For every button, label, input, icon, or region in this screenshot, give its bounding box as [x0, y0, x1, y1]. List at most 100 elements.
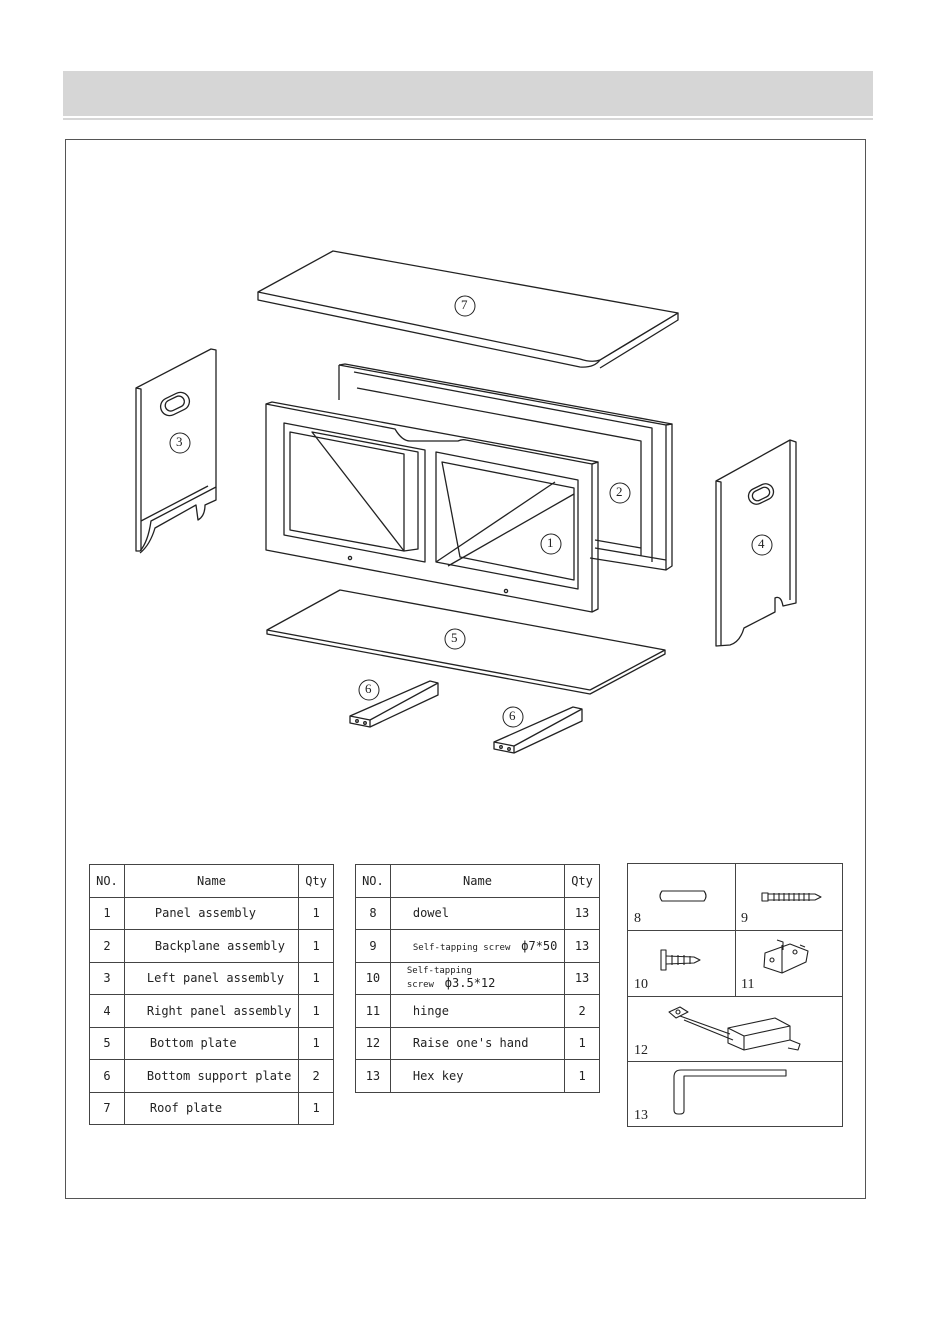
row-name: hinge — [389, 994, 566, 1028]
grid-divider-h1 — [628, 930, 842, 931]
header-rule — [63, 118, 873, 120]
row-name: Panel assembly — [123, 896, 300, 930]
hardware-label-13: 13 — [634, 1108, 648, 1123]
header-qty: Qty — [564, 864, 600, 898]
front-panel-assembly — [265, 401, 599, 613]
table-row: 4 Right panel assembly 1 — [89, 994, 334, 1028]
row-name: Right panel assembly — [123, 994, 300, 1028]
table-row: 9 Self-tapping screw ф7*50 13 — [355, 929, 600, 963]
bottom-plate — [266, 589, 666, 695]
row-qty: 2 — [298, 1059, 334, 1093]
callout-4: 4 — [758, 536, 765, 551]
table-row: 13 Hex key 1 — [355, 1059, 600, 1093]
lid-stay-sketch — [668, 1006, 801, 1051]
table-row: 10 Self-tapping screw ф3.5*12 13 — [355, 961, 600, 995]
hardware-label-12: 12 — [634, 1043, 648, 1058]
left-panel-assembly — [135, 348, 217, 554]
header-no: NO. — [89, 864, 125, 898]
row-no: 10 — [355, 961, 391, 995]
row-no: 1 — [89, 896, 125, 930]
callout-6-right: 6 — [509, 708, 516, 723]
table-row: 5 Bottom plate 1 — [89, 1026, 334, 1060]
header-name: Name — [389, 864, 566, 898]
row-qty: 1 — [298, 1026, 334, 1060]
header-bar — [63, 71, 873, 116]
callouts — [169, 295, 773, 728]
dowel-sketch — [659, 890, 707, 902]
row-no: 3 — [89, 961, 125, 995]
row-no: 2 — [89, 929, 125, 963]
hardware-sketches — [659, 890, 822, 1115]
callout-2: 2 — [616, 484, 623, 499]
header-no: NO. — [355, 864, 391, 898]
row-name: Self-tapping screw ф7*50 — [389, 929, 566, 963]
hardware-label-11: 11 — [741, 977, 755, 992]
callout-3: 3 — [176, 434, 183, 449]
row-qty: 1 — [564, 1059, 600, 1093]
roof-plate — [257, 250, 679, 369]
row-no: 5 — [89, 1026, 125, 1060]
row-qty: 1 — [298, 929, 334, 963]
table-header-row: NO. Name Qty — [89, 864, 334, 898]
screw-short-sketch — [660, 949, 701, 971]
row-name-text: Self-tapping screw — [406, 966, 472, 991]
row-name: Left panel assembly — [123, 961, 300, 995]
row-qty: 1 — [298, 994, 334, 1028]
diagram-frame — [65, 139, 866, 1199]
hardware-illustration-grid — [627, 863, 843, 1127]
table-row: 3 Left panel assembly 1 — [89, 961, 334, 995]
row-spec: ф3.5*12 — [444, 976, 496, 991]
row-name: Bottom plate — [123, 1026, 300, 1060]
table-row: 6 Bottom support plate 2 — [89, 1059, 334, 1093]
row-qty: 1 — [298, 961, 334, 995]
row-qty: 13 — [564, 961, 600, 995]
row-qty: 1 — [298, 1091, 334, 1125]
table-row: 8 dowel 13 — [355, 896, 600, 930]
row-name: Self-tapping screw ф3.5*12 — [389, 961, 566, 995]
callout-7: 7 — [461, 297, 468, 312]
row-name: Backplane assembly — [123, 929, 300, 963]
row-qty: 1 — [564, 1026, 600, 1060]
table-row: 11 hinge 2 — [355, 994, 600, 1028]
right-panel-assembly — [715, 439, 797, 647]
callout-1: 1 — [547, 535, 554, 550]
header-name: Name — [123, 864, 300, 898]
hardware-label-8: 8 — [634, 911, 641, 926]
hinge-sketch — [763, 939, 809, 974]
row-qty: 13 — [564, 896, 600, 930]
table-header-row: NO. Name Qty — [355, 864, 600, 898]
grid-divider-h3 — [628, 1061, 842, 1062]
row-no: 13 — [355, 1059, 391, 1093]
row-name: Raise one's hand — [389, 1026, 566, 1060]
row-qty: 1 — [298, 896, 334, 930]
row-no: 11 — [355, 994, 391, 1028]
screw-long-sketch — [761, 892, 822, 902]
header-qty: Qty — [298, 864, 334, 898]
row-name: Bottom support plate — [123, 1059, 300, 1093]
table-row: 7 Roof plate 1 — [89, 1091, 334, 1125]
hardware-label-9: 9 — [741, 911, 748, 926]
hardware-label-10: 10 — [634, 977, 648, 992]
row-name-text: Self-tapping screw — [412, 942, 511, 953]
row-qty: 13 — [564, 929, 600, 963]
row-qty: 2 — [564, 994, 600, 1028]
backplane-assembly — [338, 363, 673, 571]
row-name: Hex key — [389, 1059, 566, 1093]
row-name: dowel — [389, 896, 566, 930]
row-no: 9 — [355, 929, 391, 963]
row-no: 12 — [355, 1026, 391, 1060]
table-row: 1 Panel assembly 1 — [89, 896, 334, 930]
row-name: Roof plate — [123, 1091, 300, 1125]
grid-divider-h2 — [628, 996, 842, 997]
row-no: 4 — [89, 994, 125, 1028]
bottom-support-plate-left — [349, 680, 439, 728]
hex-key-sketch — [673, 1069, 787, 1115]
callout-6-left: 6 — [365, 681, 372, 696]
row-no: 7 — [89, 1091, 125, 1125]
row-no: 6 — [89, 1059, 125, 1093]
parts-table-main: NO. Name Qty 1 Panel assembly 1 2 Backpl… — [89, 864, 334, 1125]
row-no: 8 — [355, 896, 391, 930]
parts-table-hardware: NO. Name Qty 8 dowel 13 9 Self-tapping s… — [355, 864, 600, 1093]
row-spec: ф7*50 — [521, 938, 558, 953]
